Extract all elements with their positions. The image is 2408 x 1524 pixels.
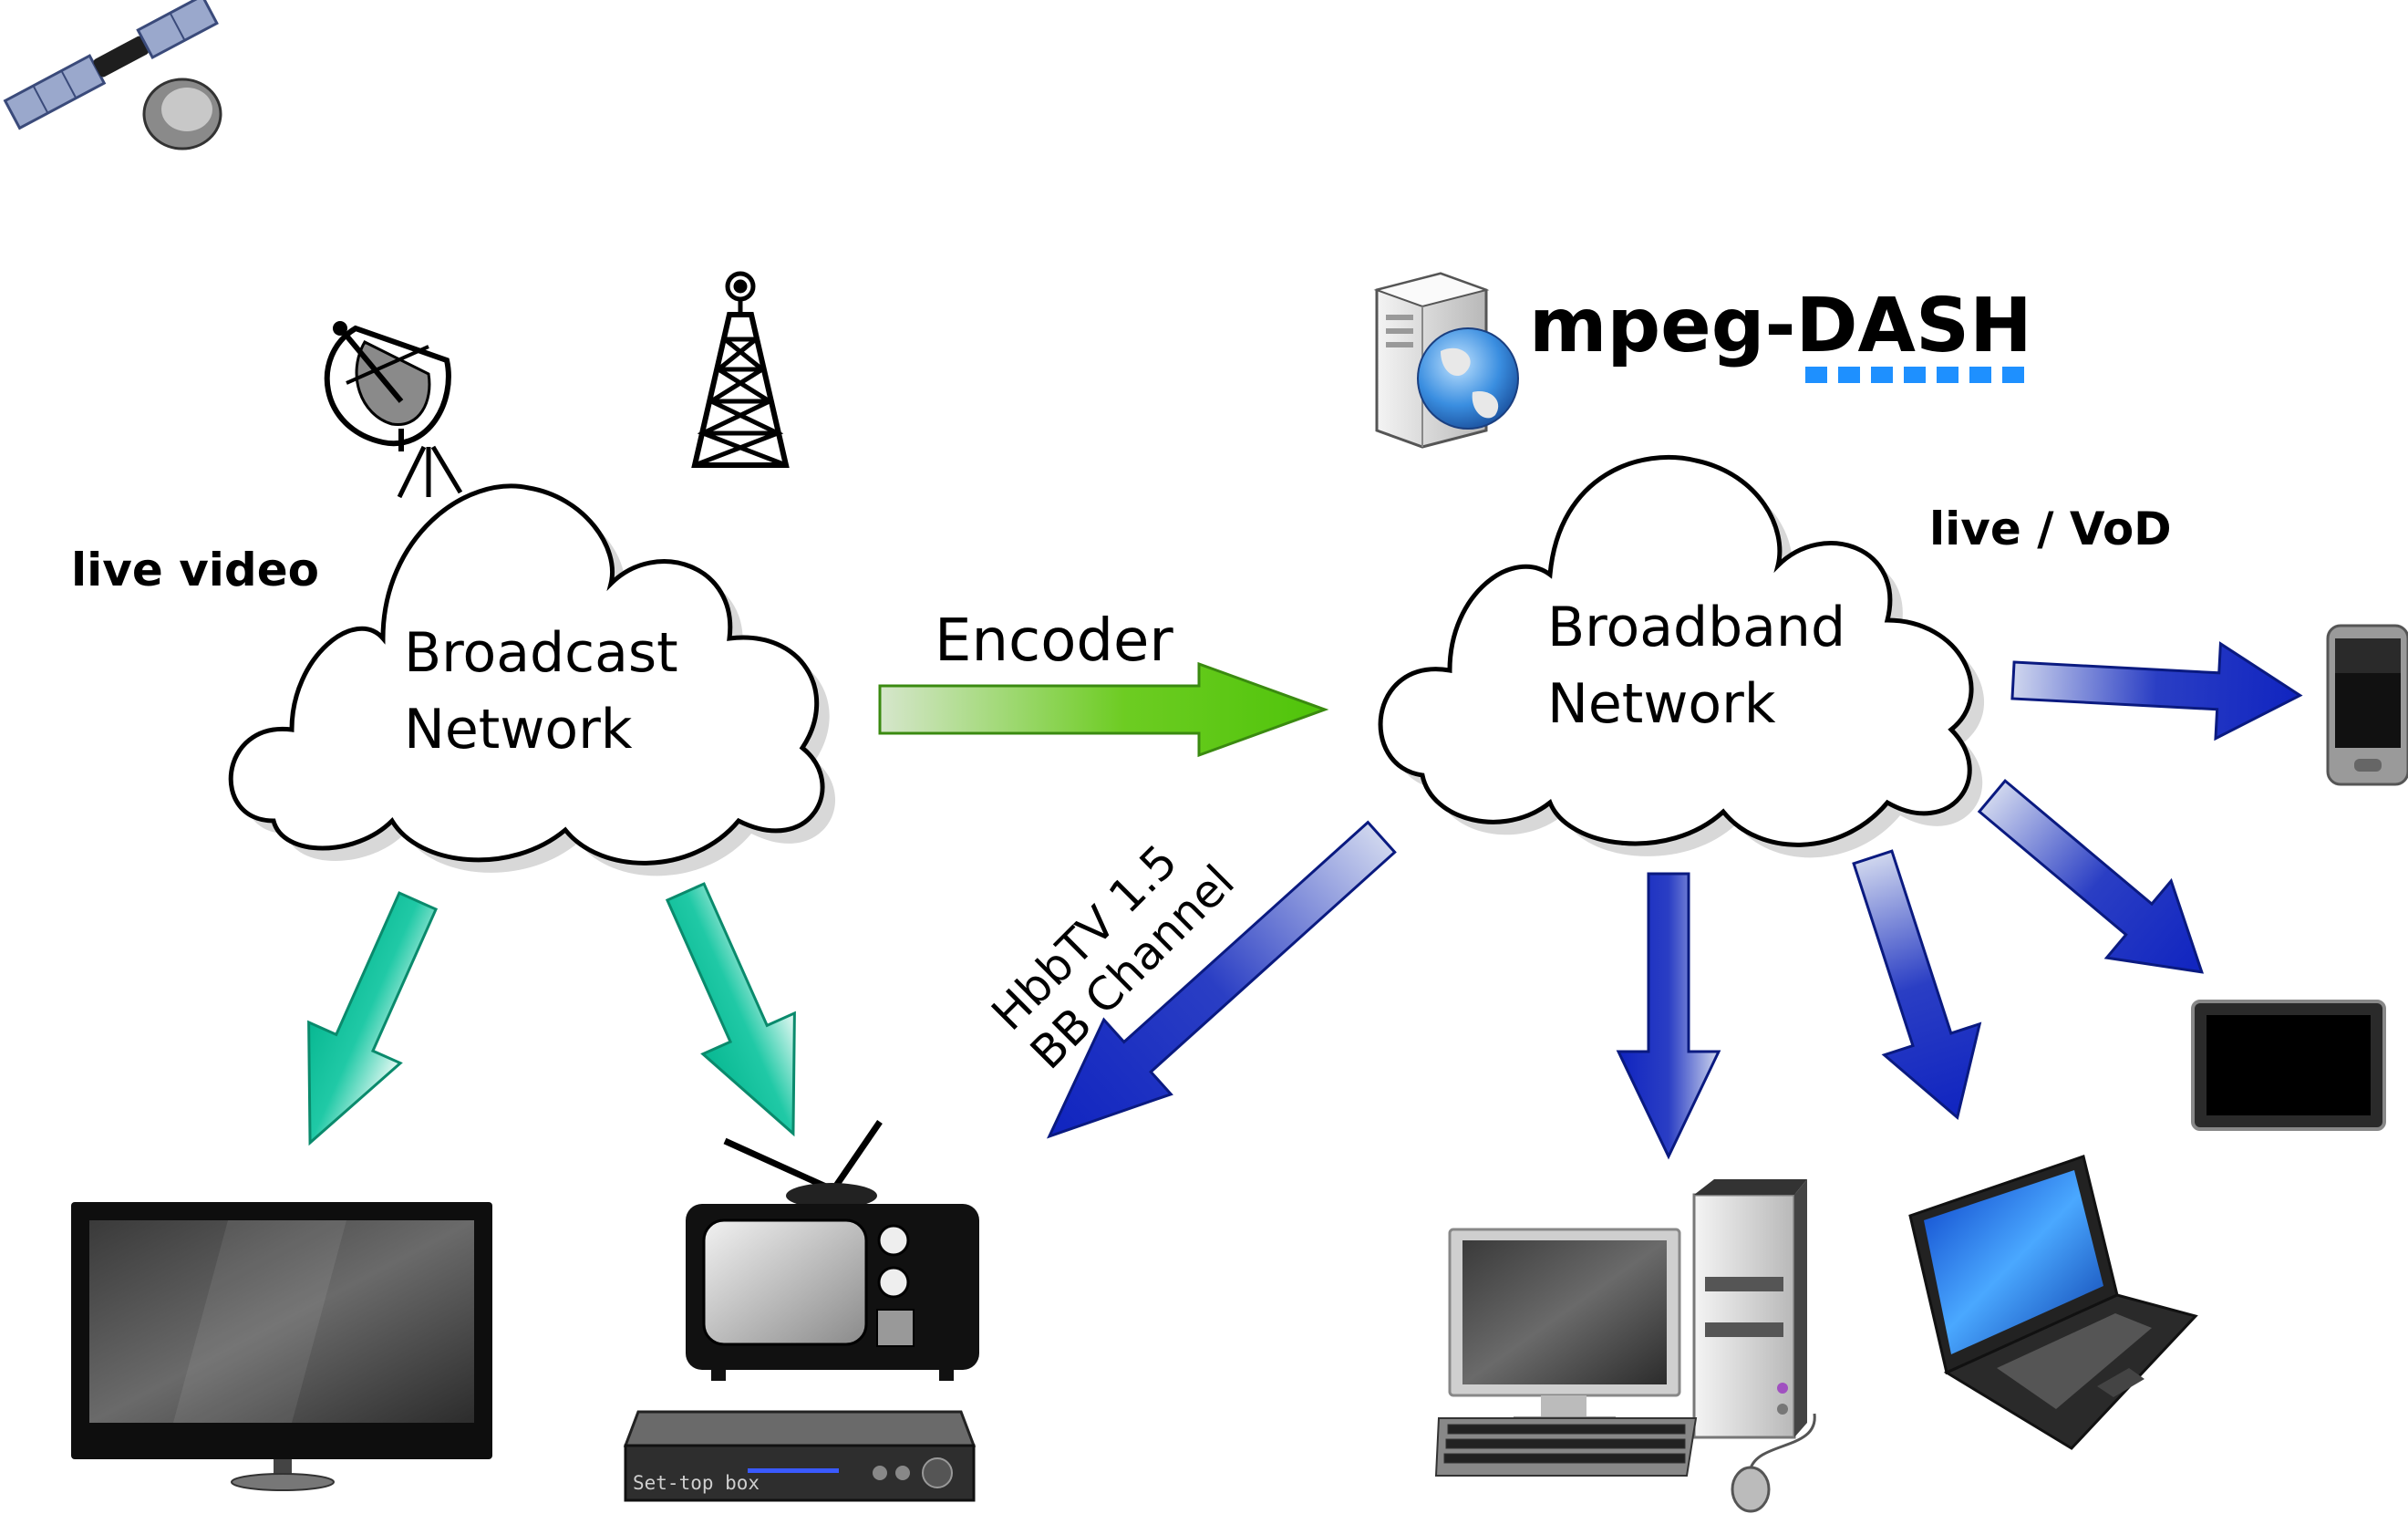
set-top-box-label: Set-top box xyxy=(633,1472,760,1494)
live-vod-label: live / VoD xyxy=(1929,503,2172,555)
hbbtv-bb-channel-arrow xyxy=(1046,820,1397,1139)
broadband-network-label-line2: Network xyxy=(1547,672,1776,736)
desktop-computer-icon xyxy=(1434,1179,1816,1513)
satellite-icon xyxy=(3,0,222,150)
encoder-arrow xyxy=(878,661,1329,758)
broadcast-to-retro-tv-arrow xyxy=(665,882,796,1137)
live-video-label: live video xyxy=(71,544,319,596)
retro-tv-icon xyxy=(686,1120,979,1381)
broadband-to-tablet-arrow xyxy=(1977,779,2205,974)
mpeg-dash-label: mpeg-DASH xyxy=(1529,283,2032,369)
broadband-network-label-line1: Broadband xyxy=(1547,596,1845,659)
broadband-to-smartphone-arrow xyxy=(2010,641,2303,741)
mpeg-dash-underline xyxy=(1805,367,2024,383)
broadcast-network-label-line1: Broadcast xyxy=(404,621,678,685)
broadcast-to-flat-tv-arrow xyxy=(307,891,439,1146)
broadband-to-desktop-arrow xyxy=(1616,872,1721,1160)
set-top-box-icon: Set-top box xyxy=(623,1410,977,1502)
satellite-dish-icon xyxy=(324,321,463,499)
transmission-tower-icon xyxy=(691,271,790,468)
smartphone-icon xyxy=(2326,624,2408,786)
broadcast-network-cloud: Broadcast Network xyxy=(228,483,836,876)
flat-tv-icon xyxy=(71,1202,492,1491)
web-server-icon xyxy=(1373,272,1519,449)
broadband-to-laptop-arrow xyxy=(1852,849,1982,1121)
broadband-network-cloud: Broadband Network xyxy=(1378,454,1985,858)
tablet-icon xyxy=(2191,1000,2386,1131)
encoder-label: Encoder xyxy=(935,607,1173,675)
laptop-icon xyxy=(1908,1155,2198,1450)
broadcast-network-label-line2: Network xyxy=(404,698,633,762)
